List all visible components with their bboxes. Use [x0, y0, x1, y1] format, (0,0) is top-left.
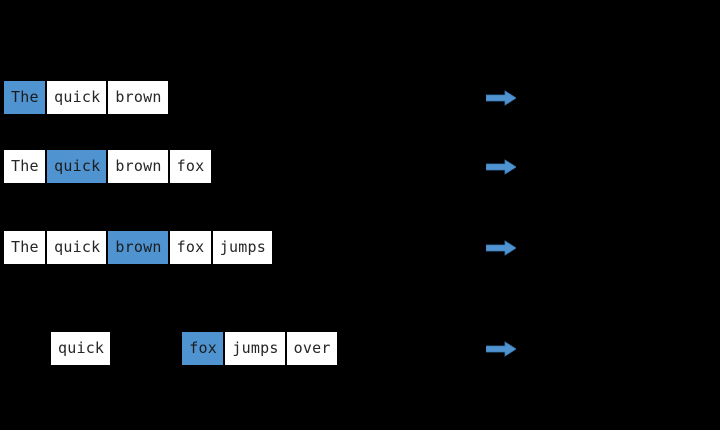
token-cell-highlighted: The: [3, 80, 47, 115]
token-cell: The: [3, 230, 47, 265]
token-cell-highlighted: quick: [46, 149, 108, 184]
token-cell: The: [3, 149, 47, 184]
right-arrow-icon: [486, 88, 516, 108]
token-cell: jumps: [211, 230, 274, 265]
token-cell-highlighted: fox: [181, 331, 225, 366]
token-cell: fox: [168, 149, 212, 184]
token-cell: quick: [46, 80, 108, 115]
right-arrow-icon: [486, 238, 516, 258]
right-arrow-icon: [486, 157, 516, 177]
token-cell: quick: [50, 331, 112, 366]
token-cell-highlighted: brown: [107, 230, 169, 265]
token-cell: brown: [107, 80, 169, 115]
token-cell: over: [285, 331, 338, 366]
token-cell: jumps: [224, 331, 286, 366]
token-cell: fox: [168, 230, 212, 265]
right-arrow-icon: [486, 339, 516, 359]
token-cell: quick: [46, 230, 108, 265]
token-cell: brown: [107, 149, 169, 184]
token-gap: [111, 331, 181, 366]
